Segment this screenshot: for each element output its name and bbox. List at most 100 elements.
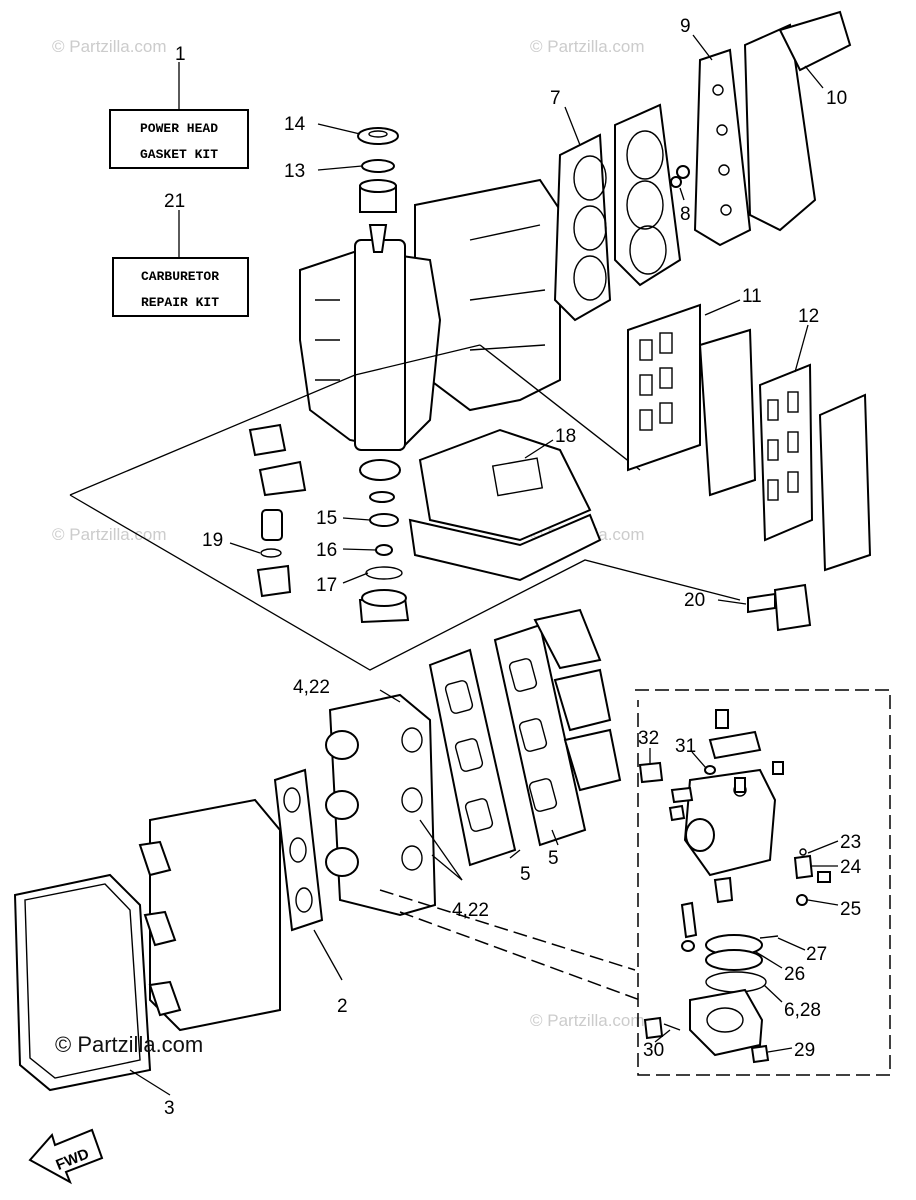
leader-line <box>379 689 401 703</box>
leader-line <box>342 517 371 521</box>
leader-line <box>524 439 554 459</box>
carburetor-body <box>683 768 777 877</box>
callout-7: 7 <box>550 88 561 109</box>
group-outline <box>69 344 741 671</box>
watermark: © Partzilla.com <box>52 525 167 544</box>
callout-4-22: 4,22 <box>452 900 489 921</box>
screw <box>715 709 729 729</box>
callout-26: 26 <box>784 964 805 985</box>
callout-14: 14 <box>284 114 306 135</box>
callout-19: 19 <box>202 530 223 551</box>
reed-block <box>553 668 612 732</box>
head-cover-gasket-9 <box>693 48 752 247</box>
callout-23: 23 <box>840 832 861 853</box>
intake-silencer <box>138 798 281 1032</box>
pin-27 <box>759 935 779 939</box>
leader-line <box>679 187 685 201</box>
silencer-gasket-3 <box>13 873 152 1092</box>
thermostat-cover-gasket-10 <box>778 10 852 72</box>
kit-line-2: REPAIR KIT <box>141 295 219 310</box>
leader-line <box>691 751 707 769</box>
plate <box>708 730 762 760</box>
exhaust-inner-cover <box>698 328 757 497</box>
callout-21: 21 <box>164 191 185 212</box>
callout-10: 10 <box>826 88 847 109</box>
leader-line <box>717 599 747 605</box>
upper-casing <box>408 513 602 582</box>
callout-5: 5 <box>520 864 531 885</box>
detail-link-line <box>379 889 636 971</box>
callout-6-28: 6,28 <box>784 1000 821 1021</box>
o-ring-13 <box>361 159 395 173</box>
forward-arrow-icon: FWD <box>28 1128 104 1185</box>
leader-line <box>564 106 581 146</box>
cylinder-head-gasket-7 <box>553 133 612 322</box>
cylinder-head <box>614 103 682 287</box>
watermark: © Partzilla.com <box>530 1011 645 1030</box>
carburetor-detail-frame <box>635 689 891 1076</box>
leader-line <box>767 1047 793 1053</box>
screw-29 <box>750 1044 770 1064</box>
leader-line <box>129 1069 171 1096</box>
gasket-30 <box>663 1023 681 1031</box>
callout-1: 1 <box>175 44 186 65</box>
leader-line <box>229 542 261 554</box>
reed-valve-gasket-5a <box>428 648 517 867</box>
washer-8 <box>670 176 682 188</box>
leader-line <box>431 854 463 881</box>
callout-15: 15 <box>316 508 337 529</box>
oil-seal-15 <box>369 513 399 527</box>
exhaust-outer-cover <box>818 393 872 572</box>
callout-25: 25 <box>840 899 861 920</box>
callout-16: 16 <box>316 540 337 561</box>
jet <box>670 786 694 804</box>
bolt <box>676 165 690 179</box>
leader-line <box>317 123 361 135</box>
leader-line <box>704 299 741 316</box>
cap <box>256 564 292 598</box>
o-ring-19 <box>260 548 282 558</box>
leader-line <box>692 34 713 61</box>
exhaust-outer-gasket-12 <box>758 363 814 542</box>
power-head-block <box>299 178 641 471</box>
exhaust-inner-gasket-11 <box>627 303 701 472</box>
callout-27: 27 <box>806 944 827 965</box>
o-ring-17 <box>365 566 403 580</box>
reed-block <box>563 728 622 792</box>
seal <box>359 459 401 481</box>
callout-20: 20 <box>684 590 705 611</box>
callout-12: 12 <box>798 306 819 327</box>
fuel-pump-gasket-20 <box>747 592 776 614</box>
leader-line <box>317 165 363 171</box>
leader-line <box>654 1029 671 1043</box>
callout-2: 2 <box>337 996 348 1017</box>
sleeve <box>261 509 283 541</box>
callout-24: 24 <box>840 857 862 878</box>
float-chamber <box>689 988 764 1057</box>
bearing-14 <box>357 127 399 145</box>
leader-line <box>419 819 463 881</box>
pilot-screw-32 <box>638 761 664 784</box>
callout-13: 13 <box>284 161 305 182</box>
leader-line <box>807 840 839 854</box>
leader-line <box>794 324 809 373</box>
watermark: © Partzilla.com <box>52 37 167 56</box>
fuel-pump <box>773 583 812 632</box>
leader-line <box>342 548 377 551</box>
clip-23 <box>799 848 807 856</box>
callout-3: 3 <box>164 1098 175 1119</box>
leader-line <box>509 849 521 859</box>
leader-line <box>807 899 839 906</box>
callout-30: 30 <box>643 1040 664 1061</box>
detail-link-line <box>399 911 641 1001</box>
base-gasket-18 <box>418 428 592 542</box>
callout-11: 11 <box>742 286 762 307</box>
carburetor-repair-kit-label: CARBURETOR REPAIR KIT <box>112 257 249 317</box>
callout-8: 8 <box>680 204 691 225</box>
callout-31: 31 <box>675 736 696 757</box>
crankshaft-end <box>368 224 388 253</box>
leader-line <box>551 829 559 846</box>
carburetor-stack <box>325 693 437 917</box>
